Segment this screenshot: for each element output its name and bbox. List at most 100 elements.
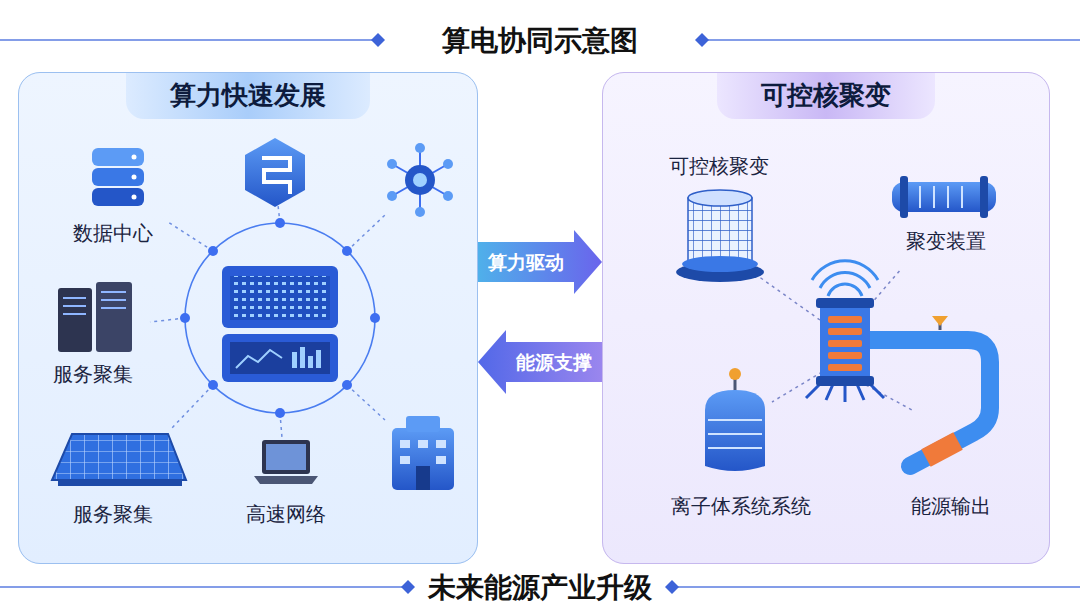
reactor-icon — [816, 298, 874, 308]
fusion-device-icon — [961, 186, 963, 208]
network-icon — [387, 191, 397, 201]
hub-dot — [275, 408, 285, 418]
reactor-icon — [828, 352, 862, 359]
hub-dot — [208, 246, 218, 256]
laptop-icon — [254, 440, 318, 484]
network-icon — [413, 173, 427, 187]
plasma-tank-icon — [708, 447, 762, 449]
server-icon — [101, 299, 126, 301]
server-rack — [316, 350, 321, 368]
reactor-icon — [828, 316, 862, 323]
database-icon — [132, 195, 137, 200]
icon-label-box: 服务聚集 — [49, 360, 137, 389]
block-arrow — [478, 330, 602, 394]
plasma-tank-icon — [729, 368, 741, 380]
panel-box: 算力快速发展数据中心服务聚集服务聚集高速网络 — [18, 72, 478, 564]
energy-pipe — [866, 316, 990, 466]
server-rack — [230, 276, 330, 320]
building-icon — [400, 440, 410, 448]
database-icon — [92, 148, 144, 166]
laptop-icon — [254, 476, 318, 484]
server-rack — [292, 352, 297, 368]
icon-label-box: 高速网络 — [242, 500, 330, 529]
solar-panel-icon — [58, 480, 182, 486]
reactor-icon — [828, 316, 862, 371]
network-icon — [415, 143, 425, 153]
arrow-label: 算力驱动 — [488, 251, 564, 274]
energy-pipe — [926, 441, 958, 458]
reactor-icon — [828, 364, 862, 371]
hub-ring — [185, 223, 375, 413]
panel-heading: 可控核聚变 — [717, 73, 935, 119]
database-icon — [92, 148, 144, 206]
fusion-cage-icon — [682, 256, 758, 272]
panel-box: 可控核聚变可控核聚变聚变装置离子体系统系统能源输出 — [602, 72, 1050, 564]
hub-dot — [180, 218, 380, 418]
hub-dot — [275, 218, 285, 228]
panel-heading: 算力快速发展 — [126, 73, 370, 119]
solar-panel-icon — [52, 434, 186, 486]
icon-label: 能源输出 — [911, 494, 991, 519]
server-rack — [222, 266, 338, 328]
reactor-icon — [820, 302, 870, 384]
network-icon — [415, 207, 425, 217]
reactor-icon — [806, 261, 884, 402]
fusion-cage-icon — [676, 190, 764, 282]
building-icon — [400, 456, 410, 464]
server-rack — [300, 347, 305, 368]
network-icon — [443, 191, 453, 201]
reactor-icon — [812, 261, 878, 280]
plasma-tank-icon — [708, 420, 762, 448]
server-icon — [63, 305, 86, 307]
hub-dot — [370, 313, 380, 323]
hub-leaders — [347, 215, 385, 251]
network-icon — [443, 159, 453, 169]
reactor-icon — [828, 340, 862, 347]
building-icon — [392, 428, 454, 490]
caption-rule — [401, 580, 415, 594]
server-icon — [96, 282, 132, 352]
icon-label-box: 离子体系统系统 — [667, 492, 815, 521]
fusion-device-icon — [947, 186, 949, 208]
server-icon — [58, 282, 132, 352]
fusion-cage-icon — [688, 190, 752, 206]
network-icon — [405, 165, 435, 195]
server-rack — [222, 266, 338, 382]
arrow-label: 能源支撑 — [516, 351, 592, 374]
building-icon — [436, 440, 446, 448]
solar-panel-icon — [52, 434, 186, 480]
fusion-cage-icon — [688, 198, 752, 264]
server-rack — [222, 334, 338, 382]
network-icon — [392, 148, 448, 212]
icon-label: 数据中心 — [73, 221, 153, 246]
building-icon — [406, 416, 440, 432]
network-icon — [387, 143, 453, 217]
diagram-caption: 未来能源产业升级 — [428, 570, 652, 605]
device-leaders — [758, 276, 820, 320]
title-rule — [371, 33, 385, 47]
reactor-icon — [816, 376, 874, 386]
caption-rule — [676, 586, 1080, 588]
icon-label-box: 服务聚集 — [69, 500, 157, 529]
icon-label: 离子体系统系统 — [671, 494, 811, 519]
hub-dot — [180, 313, 190, 323]
title-rule — [0, 39, 376, 41]
building-icon — [418, 440, 428, 448]
caption-rule — [665, 580, 679, 594]
server-icon — [63, 292, 126, 314]
server-rack — [308, 356, 313, 368]
server-rack — [230, 342, 330, 374]
plasma-tank-icon — [705, 368, 765, 471]
block-arrow — [478, 230, 602, 294]
platform-icon — [245, 138, 305, 207]
building-icon — [400, 440, 446, 464]
hub-leaders — [150, 318, 185, 322]
database-icon — [92, 168, 144, 186]
icon-label-box: 能源输出 — [907, 492, 995, 521]
network-icon — [387, 143, 453, 217]
hub-leaders — [150, 205, 385, 438]
database-icon — [92, 188, 144, 206]
platform-icon — [245, 138, 305, 207]
title-rule — [704, 39, 1080, 41]
